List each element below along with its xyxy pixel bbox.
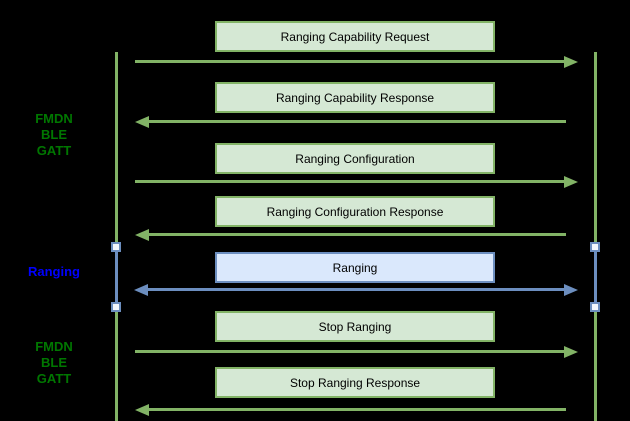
- message-box: Ranging Capability Request: [215, 21, 495, 52]
- phase-label-line: FMDN: [35, 111, 73, 126]
- arrowhead-left-icon: [135, 404, 149, 416]
- phase-label-line: BLE: [41, 355, 67, 370]
- activation-endpoint-square: [111, 302, 121, 312]
- lifeline-right-ranging-segment: [594, 247, 597, 307]
- arrowhead-right-icon: [564, 56, 578, 68]
- arrowhead-right-icon: [564, 176, 578, 188]
- arrowhead-right-icon: [564, 284, 578, 296]
- arrow-line: [147, 408, 566, 411]
- phase-label-line: FMDN: [35, 339, 73, 354]
- arrow-line: [135, 350, 567, 353]
- message-box: Ranging Configuration Response: [215, 196, 495, 227]
- arrow-line: [147, 120, 566, 123]
- lifeline-left: [115, 52, 118, 421]
- message-box: Stop Ranging Response: [215, 367, 495, 398]
- message-box: Ranging: [215, 252, 495, 283]
- phase-label-fmdn-ble-gatt-top: FMDN BLE GATT: [8, 111, 100, 159]
- lifeline-left-ranging-segment: [115, 247, 118, 307]
- lifeline-right: [594, 52, 597, 421]
- message-box: Ranging Capability Response: [215, 82, 495, 113]
- phase-label-line: GATT: [36, 371, 72, 386]
- activation-endpoint-square: [590, 302, 600, 312]
- message-box: Ranging Configuration: [215, 143, 495, 174]
- arrow-line: [135, 180, 567, 183]
- arrow-line: [147, 233, 566, 236]
- phase-label-line: BLE: [41, 127, 67, 142]
- arrow-line: [135, 60, 567, 63]
- arrowhead-left-icon: [135, 116, 149, 128]
- arrowhead-left-icon: [135, 229, 149, 241]
- message-box: Stop Ranging: [215, 311, 495, 342]
- arrow-line: [146, 288, 566, 291]
- phase-label-ranging: Ranging: [8, 264, 100, 280]
- arrowhead-right-icon: [564, 346, 578, 358]
- phase-label-line: GATT: [36, 143, 72, 158]
- activation-endpoint-square: [111, 242, 121, 252]
- arrowhead-left-icon: [134, 284, 148, 296]
- phase-label-fmdn-ble-gatt-bottom: FMDN BLE GATT: [8, 339, 100, 387]
- phase-label-line: Ranging: [28, 264, 80, 279]
- activation-endpoint-square: [590, 242, 600, 252]
